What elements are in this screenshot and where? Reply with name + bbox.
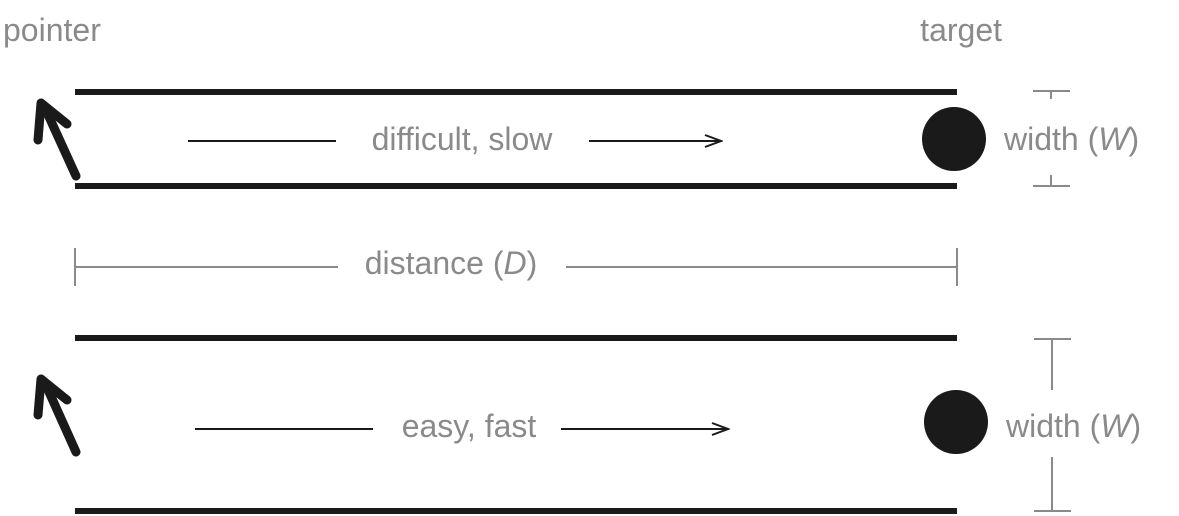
- difficult-row-width-label: width (W): [1004, 121, 1140, 157]
- easy-row-width-prefix: width (: [1006, 408, 1101, 444]
- easy-row-width-suffix: ): [1130, 408, 1142, 444]
- difficult-row-width-dimension: [1033, 90, 1070, 187]
- difficult-row-width-suffix: ): [1128, 121, 1140, 157]
- difficult-row-width-prefix: width (: [1004, 121, 1099, 157]
- difficult-row-label: difficult, slow: [365, 123, 559, 155]
- easy-row-target: [924, 390, 988, 454]
- easy-row-width-label: width (W): [1006, 408, 1142, 444]
- easy-row-pointer-icon: [33, 374, 81, 457]
- difficult-row-pointer-icon: [33, 98, 81, 181]
- distance-dimension: [74, 248, 958, 286]
- easy-row-width-variable: W: [1100, 408, 1131, 444]
- distance-label-suffix: ): [526, 245, 538, 281]
- distance-label: distance (D): [358, 245, 544, 281]
- easy-row-width-dimension: [1034, 338, 1071, 512]
- difficult-row-width-variable: W: [1098, 121, 1129, 157]
- difficult-row-target: [922, 107, 986, 171]
- easy-row-label: easy, fast: [395, 410, 543, 442]
- distance-label-prefix: distance (: [364, 245, 504, 281]
- pointer-label: pointer: [3, 12, 101, 48]
- distance-label-variable: D: [503, 245, 527, 281]
- target-label: target: [920, 12, 1002, 48]
